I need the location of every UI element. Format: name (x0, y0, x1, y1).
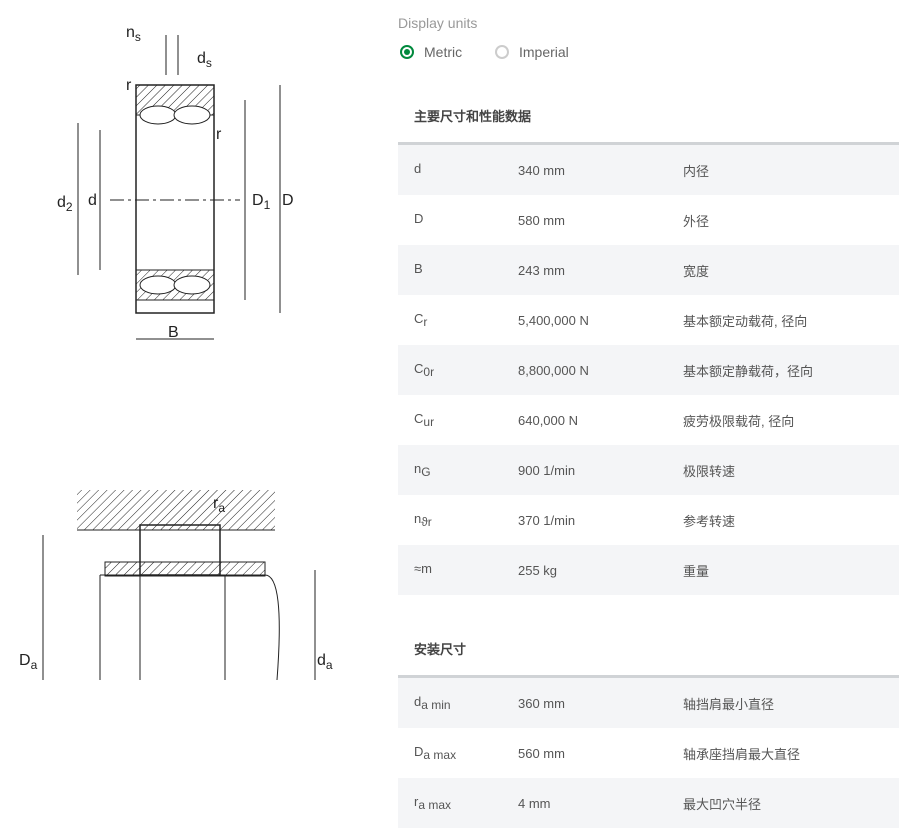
symbol: D (414, 211, 424, 226)
mounting-dimension-diagram: ra Da da (19, 490, 333, 681)
description: 内径 (683, 163, 710, 179)
value: 640,000 N (518, 412, 578, 428)
description: 疲劳极限载荷, 径向 (683, 413, 795, 429)
display-units-label: Display units (398, 15, 478, 31)
table-row: ra max 4 mm 最大凹穴半径 (398, 778, 899, 828)
table-row: Cr 5,400,000 N 基本额定动载荷, 径向 (398, 295, 899, 345)
symbol: B (414, 261, 423, 276)
radio-label: Imperial (519, 44, 569, 60)
description: 最大凹穴半径 (683, 796, 762, 812)
mounting-table: 安装尺寸 da min 360 mm 轴挡肩最小直径 Da max 560 mm 轴承座挡… (398, 625, 899, 828)
label-ns: ns (126, 24, 141, 44)
symbol: ≈m (414, 561, 432, 576)
label-Da: Da (19, 652, 38, 672)
section-title: 安装尺寸 (398, 625, 899, 678)
label-r1: r (126, 77, 132, 94)
radio-checked-icon (400, 45, 414, 59)
radio-label: Metric (424, 44, 463, 60)
table-row: C0r 8,800,000 N 基本额定静载荷，径向 (398, 345, 899, 395)
table-row: Da max 560 mm 轴承座挡肩最大直径 (398, 728, 899, 778)
description: 重量 (683, 563, 710, 579)
symbol: ra max (414, 794, 452, 812)
symbol: da min (414, 694, 451, 712)
value: 243 mm (518, 262, 565, 278)
symbol: d (414, 161, 422, 176)
bearing-dimension-diagram: ns ds r r d2 d D1 D B (57, 24, 294, 341)
symbol: C0r (414, 361, 435, 379)
label-r2: r (216, 126, 222, 143)
radio-metric[interactable]: Metric (400, 44, 462, 60)
label-d: d (88, 192, 97, 209)
table-row: ≈m 255 kg 重量 (398, 545, 899, 595)
value: 5,400,000 N (518, 312, 589, 328)
label-ds: ds (197, 50, 212, 70)
label-da: da (317, 652, 333, 672)
table-row: D 580 mm 外径 (398, 195, 899, 245)
description: 轴承座挡肩最大直径 (683, 746, 801, 762)
table-row: Cur 640,000 N 疲劳极限载荷, 径向 (398, 395, 899, 445)
description: 极限转速 (683, 463, 736, 479)
value: 8,800,000 N (518, 362, 589, 378)
table-row: d 340 mm 内径 (398, 145, 899, 195)
symbol: nG (414, 461, 431, 479)
main-data-table: 主要尺寸和性能数据 d 340 mm 内径 D 580 mm 外径 B 243 mm 宽度 Cr 5… (398, 92, 899, 595)
section-title: 主要尺寸和性能数据 (398, 92, 899, 145)
radio-unchecked-icon (495, 45, 509, 59)
value: 255 kg (518, 562, 558, 578)
label-d2: d2 (57, 194, 73, 214)
value: 560 mm (518, 745, 565, 761)
symbol: Da max (414, 744, 457, 762)
description: 基本额定动载荷, 径向 (683, 313, 808, 329)
label-B: B (168, 324, 179, 341)
radio-imperial[interactable]: Imperial (495, 44, 569, 60)
table-row: da min 360 mm 轴挡肩最小直径 (398, 678, 899, 728)
description: 基本额定静载荷，径向 (683, 363, 814, 379)
label-D1: D1 (252, 192, 271, 212)
value: 900 1/min (518, 462, 576, 478)
value: 370 1/min (518, 512, 576, 528)
description: 外径 (683, 213, 710, 229)
value: 360 mm (518, 695, 565, 711)
table-row: nG 900 1/min 极限转速 (398, 445, 899, 495)
table-row: B 243 mm 宽度 (398, 245, 899, 295)
value: 4 mm (518, 795, 551, 811)
description: 参考转速 (683, 513, 736, 529)
symbol: nϑr (414, 511, 432, 529)
value: 580 mm (518, 212, 565, 228)
description: 宽度 (683, 263, 710, 279)
value: 340 mm (518, 162, 565, 178)
table-row: nϑr 370 1/min 参考转速 (398, 495, 899, 545)
symbol: Cr (414, 311, 428, 329)
symbol: Cur (414, 411, 435, 429)
description: 轴挡肩最小直径 (683, 696, 775, 712)
label-D: D (282, 192, 294, 209)
